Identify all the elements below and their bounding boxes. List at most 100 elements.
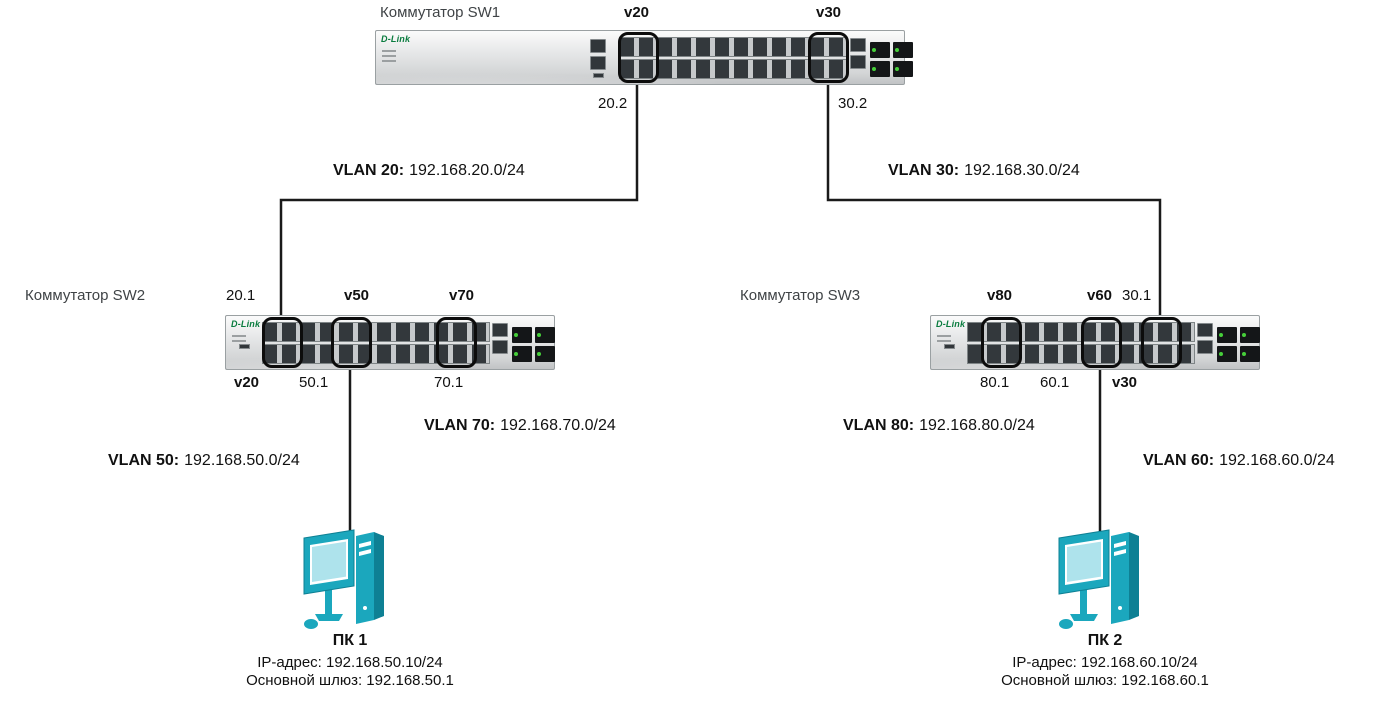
switch-title-sw1: Коммутатор SW1 — [380, 4, 501, 21]
port-label-sw3-30-1: 30.1 — [1122, 287, 1152, 304]
sfp-ports — [870, 42, 913, 77]
port-label-sw1-20-2: 20.2 — [598, 95, 628, 112]
uplink-sfp-block — [1197, 323, 1260, 362]
port-label-sw2-v50: v50 — [344, 287, 370, 304]
dlink-logo: D-Link — [231, 319, 261, 329]
uplink-sfp-block — [850, 38, 913, 77]
port-label-sw3-80-1: 80.1 — [980, 374, 1010, 391]
port-label-sw2-v20: v20 — [234, 374, 260, 391]
port-highlight-sw2-v50 — [331, 317, 372, 368]
uplink-port — [850, 55, 866, 69]
usb-port — [943, 344, 955, 349]
vlan20-subnet: 192.168.20.0/24 — [409, 162, 525, 179]
switch-title-sw2: Коммутатор SW2 — [25, 287, 146, 304]
computer-icon — [1058, 529, 1139, 629]
management-ports — [933, 344, 965, 349]
dlink-logo: D-Link — [381, 34, 411, 44]
port-highlight-sw1-v20 — [618, 32, 659, 83]
port-highlight-sw2-uplink — [262, 317, 303, 368]
vlan20-annotation: VLAN 20:192.168.20.0/24 — [333, 161, 525, 180]
vlan30-annotation: VLAN 30:192.168.30.0/24 — [888, 161, 1080, 180]
vlan20-name: VLAN 20: — [333, 162, 405, 179]
led-indicator-panel — [937, 335, 951, 342]
port-label-sw2-70-1: 70.1 — [434, 374, 464, 391]
vlan50-name: VLAN 50: — [108, 452, 180, 469]
sfp-port — [893, 42, 913, 58]
vlan80-name: VLAN 80: — [843, 417, 915, 434]
switch-sw1-device: D-Link — [375, 30, 913, 85]
port-label-sw1-30-2: 30.2 — [838, 95, 868, 112]
port-highlight-sw3-v60 — [1081, 317, 1122, 368]
pc2-ip: IP-адрес: 192.168.60.10/24 — [1012, 654, 1198, 671]
sfp-port — [1217, 346, 1237, 362]
port-label-sw3-60-1: 60.1 — [1040, 374, 1070, 391]
vlan50-annotation: VLAN 50:192.168.50.0/24 — [108, 451, 300, 470]
sfp-port — [512, 346, 532, 362]
switch-sw3-device: D-Link — [930, 315, 1260, 370]
sfp-port — [893, 61, 913, 77]
pc1-info: ПК 1 IP-адрес: 192.168.50.10/24 Основной… — [230, 632, 470, 690]
link-sw1-sw2 — [279, 85, 639, 316]
led-indicator — [382, 50, 396, 52]
sfp-port — [535, 346, 555, 362]
sfp-port — [512, 327, 532, 343]
uplink-ports — [850, 38, 866, 77]
rj45-port-block — [262, 322, 490, 366]
uplink-port — [850, 38, 866, 52]
port-highlight-sw2-v70 — [436, 317, 477, 368]
port-highlight-sw3-v80 — [981, 317, 1022, 368]
vlan30-name: VLAN 30: — [888, 162, 960, 179]
switch-title-sw3: Коммутатор SW3 — [740, 287, 861, 304]
pc2-name: ПК 2 — [1087, 632, 1123, 649]
uplink-port — [1197, 323, 1213, 337]
port-label-sw3-v60: v60 — [1087, 287, 1113, 304]
sfp-port — [1240, 346, 1260, 362]
led-indicator — [937, 335, 951, 337]
port-label-sw2-20-1: 20.1 — [226, 287, 256, 304]
led-indicator-panel — [232, 335, 246, 342]
led-indicator-panel — [382, 50, 396, 62]
port-highlight-sw1-v30 — [808, 32, 849, 83]
vlan60-annotation: VLAN 60:192.168.60.0/24 — [1143, 451, 1335, 470]
management-ports — [582, 39, 614, 78]
switch-sw2-device: D-Link — [225, 315, 555, 370]
sfp-ports — [1217, 327, 1260, 362]
port-label-sw3-v80: v80 — [987, 287, 1013, 304]
vlan70-annotation: VLAN 70:192.168.70.0/24 — [424, 416, 616, 435]
rj45-port-block — [619, 37, 847, 81]
led-indicator — [937, 340, 951, 342]
pc2-info: ПК 2 IP-адрес: 192.168.60.10/24 Основной… — [985, 632, 1225, 690]
led-indicator — [382, 60, 396, 62]
uplink-port — [492, 323, 508, 337]
sfp-port — [870, 42, 890, 58]
pc1-gateway: Основной шлюз: 192.168.50.1 — [246, 672, 454, 689]
sfp-port — [535, 327, 555, 343]
uplink-ports — [492, 323, 508, 362]
sfp-port — [1240, 327, 1260, 343]
usb-port — [592, 73, 604, 78]
led-indicator — [382, 55, 396, 57]
uplink-port — [1197, 340, 1213, 354]
port-label-sw2-v70: v70 — [449, 287, 475, 304]
management-ports — [228, 344, 260, 349]
port-label-sw3-v30: v30 — [1112, 374, 1138, 391]
port-label-sw1-v20: v20 — [624, 4, 650, 21]
pc1-name: ПК 1 — [332, 632, 368, 649]
vlan50-subnet: 192.168.50.0/24 — [184, 452, 300, 469]
vlan80-subnet: 192.168.80.0/24 — [919, 417, 1035, 434]
port-label-sw2-50-1: 50.1 — [299, 374, 329, 391]
uplink-sfp-block — [492, 323, 555, 362]
vlan70-subnet: 192.168.70.0/24 — [500, 417, 616, 434]
pc1-ip: IP-адрес: 192.168.50.10/24 — [257, 654, 443, 671]
uplink-port — [492, 340, 508, 354]
uplink-ports — [1197, 323, 1213, 362]
dlink-logo: D-Link — [936, 319, 966, 329]
sfp-port — [1217, 327, 1237, 343]
vlan60-name: VLAN 60: — [1143, 452, 1215, 469]
usb-port — [238, 344, 250, 349]
led-indicator — [232, 335, 246, 337]
pc1-icon — [302, 528, 394, 635]
led-indicator — [232, 340, 246, 342]
